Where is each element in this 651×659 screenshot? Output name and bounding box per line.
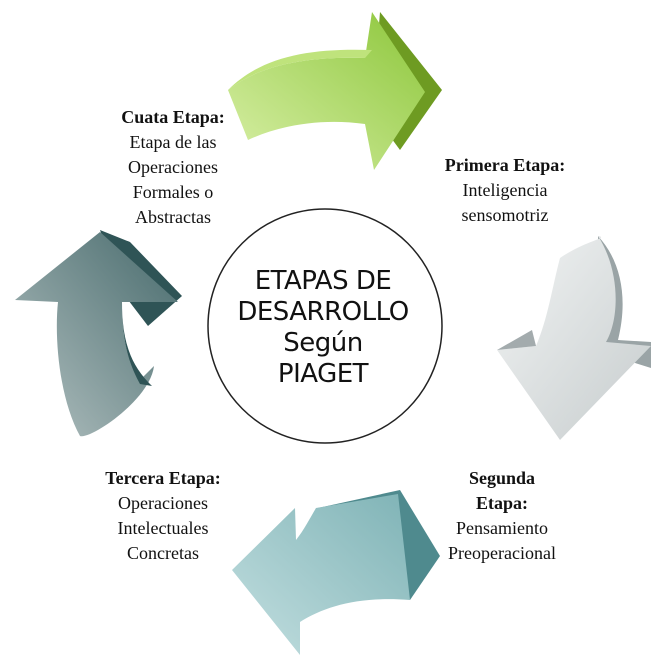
- center-line-2: DESARROLLO: [237, 297, 409, 327]
- stage-second-title-2: Etapa:: [475, 493, 528, 513]
- stage-third-line-2: Intelectuales: [117, 518, 209, 538]
- stage-third-line-1: Operaciones: [118, 493, 208, 513]
- center-line-3: Según: [283, 328, 363, 358]
- stage-second-line-1: Pensamiento: [456, 518, 548, 538]
- stage-fourth-line-2: Operaciones: [128, 157, 218, 177]
- arrow-bottom-teal: [232, 490, 440, 655]
- stage-first-line-1: Inteligencia: [462, 180, 548, 200]
- stage-fourth-title: Cuata Etapa:: [121, 107, 225, 127]
- stage-third-line-3: Concretas: [127, 543, 199, 563]
- arrow-right-gray: [497, 236, 651, 440]
- arrow-left-slate: [15, 230, 182, 437]
- stage-third: Tercera Etapa: Operaciones Intelectuales…: [78, 466, 248, 566]
- stage-fourth-line-4: Abstractas: [135, 207, 211, 227]
- stage-fourth-line-1: Etapa de las: [129, 132, 217, 152]
- center-title: ETAPAS DE DESARROLLO Según PIAGET: [206, 266, 440, 390]
- stage-fourth-line-3: Formales o: [132, 182, 214, 202]
- stage-fourth: Cuata Etapa: Etapa de las Operaciones Fo…: [82, 105, 264, 230]
- center-line-1: ETAPAS DE: [254, 266, 392, 296]
- center-circle: [207, 208, 443, 444]
- center-line-4: PIAGET: [277, 359, 369, 389]
- stage-first-line-2: sensomotriz: [461, 205, 549, 225]
- stage-second: Segunda Etapa: Pensamiento Preoperaciona…: [422, 466, 582, 566]
- stage-second-title-1: Segunda: [468, 468, 536, 488]
- arrow-top-green: [228, 12, 442, 170]
- stage-first-title: Primera Etapa:: [444, 155, 566, 175]
- stage-third-title: Tercera Etapa:: [105, 468, 221, 488]
- stage-second-line-2: Preoperacional: [448, 543, 556, 563]
- stage-first: Primera Etapa: Inteligencia sensomotriz: [420, 153, 590, 228]
